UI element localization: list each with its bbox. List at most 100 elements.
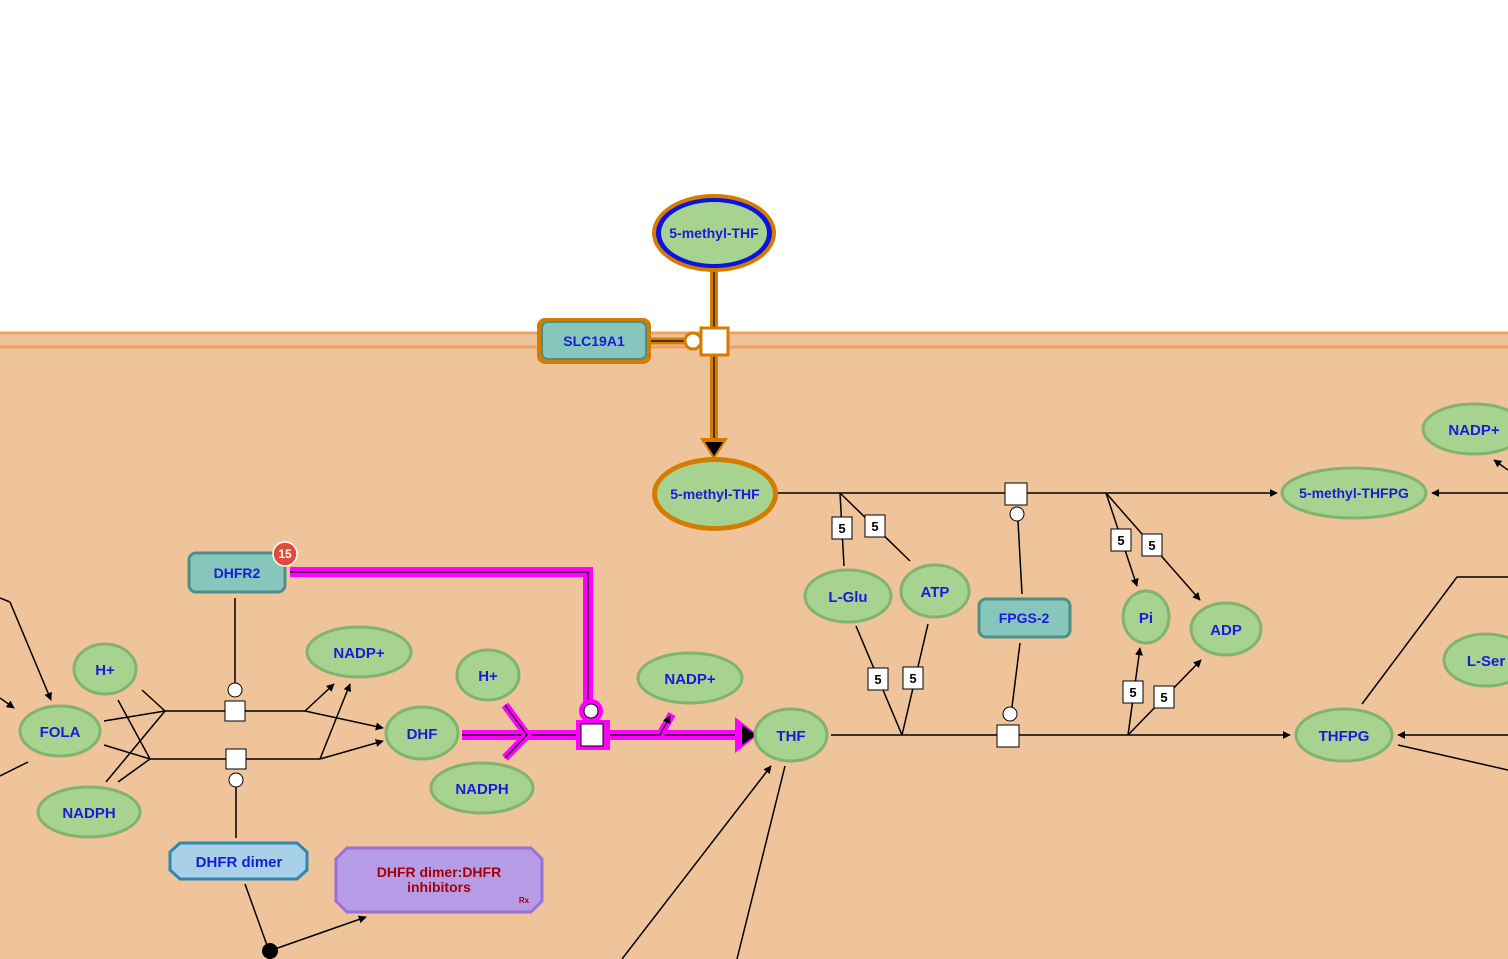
- transport-arrowhead: [705, 442, 723, 456]
- node-dhfr-dimer[interactable]: DHFR dimer: [168, 841, 309, 881]
- interactor-count-badge[interactable]: [272, 541, 298, 567]
- node-body: [1421, 402, 1508, 456]
- node-label: H+: [95, 662, 115, 679]
- stoich-atp-lower: 5: [909, 671, 916, 686]
- stoich-atp-in: 5: [871, 519, 878, 534]
- node-body: [384, 705, 460, 761]
- node-label: DHFR2: [214, 565, 261, 581]
- edge-nadph-r2: [117, 758, 151, 783]
- node-body: [36, 785, 142, 839]
- stoich-box-adp-lower: [1153, 685, 1175, 709]
- node-label: H+: [478, 668, 498, 685]
- node-body: [1294, 707, 1394, 763]
- node-body: [72, 642, 138, 696]
- reaction-node-r2[interactable]: [225, 748, 247, 770]
- edge-r1-nadp: [304, 683, 335, 712]
- node-nadp-left[interactable]: NADP+: [305, 625, 413, 679]
- edge-h-r1: [141, 689, 166, 712]
- node-thf[interactable]: THF: [753, 707, 829, 763]
- nadph-join: [504, 704, 528, 759]
- node-nadp-top-right[interactable]: NADP+: [1421, 402, 1508, 456]
- edge-binding-to-complex: [271, 915, 367, 951]
- node-5-methyl-thf-extracellular[interactable]: 5-methyl-THF: [652, 194, 776, 272]
- interactor-count: 15: [278, 547, 292, 561]
- node-nadph-left[interactable]: NADPH: [36, 785, 142, 839]
- dhfr2-catalyst-mark-left: [227, 682, 243, 698]
- nadp-out-edge: [659, 715, 671, 736]
- node-body: [1121, 589, 1171, 645]
- edge-fola-r2: [103, 744, 151, 760]
- node-pi[interactable]: Pi: [1121, 589, 1171, 645]
- node-body: [657, 462, 773, 526]
- node-label: 5-methyl-THFPG: [1299, 485, 1409, 501]
- node-label: 5-methyl-THF: [670, 486, 760, 502]
- node-5-methyl-thfpg[interactable]: 5-methyl-THFPG: [1280, 466, 1428, 520]
- node-label-line1: DHFR dimer:DHFR: [377, 864, 501, 880]
- node-body: [168, 841, 309, 881]
- edge-below-to-thf: [621, 765, 772, 959]
- node-nadph-mid[interactable]: NADPH: [429, 761, 535, 815]
- node-label: DHF: [407, 726, 438, 743]
- node-nadp-mid[interactable]: NADP+: [636, 651, 744, 705]
- edge-r2-dhf: [319, 739, 384, 760]
- node-body: [334, 846, 544, 914]
- stoich-box-glu-lower: [867, 667, 889, 691]
- edge-thf-below: [736, 765, 786, 959]
- node-l-glu[interactable]: L-Glu: [803, 568, 893, 624]
- edge-offscreen-c: [0, 761, 29, 777]
- node-label: NADP+: [1448, 422, 1500, 439]
- node-dhfr2[interactable]: DHFR2 15: [187, 541, 298, 594]
- transport-reaction-node[interactable]: [699, 326, 730, 357]
- node-body: [661, 202, 767, 264]
- node-thfpg[interactable]: THFPG: [1294, 707, 1394, 763]
- node-h-plus-mid[interactable]: H+: [455, 648, 521, 702]
- stoich-box-pi-out: [1110, 528, 1132, 552]
- node-atp[interactable]: ATP: [899, 563, 971, 619]
- node-l-ser[interactable]: L-Ser: [1442, 632, 1508, 688]
- node-h-plus-left[interactable]: H+: [72, 642, 138, 696]
- highlighted-reaction-dhf-to-thf[interactable]: [290, 567, 758, 761]
- complex-nodes: DHFR dimer DHFR dimer:DHFR inhibitors Rx: [168, 841, 544, 914]
- dhfr2-catalysis-edge: [290, 571, 589, 735]
- thf-arrowhead: [742, 725, 756, 745]
- node-label: FOLA: [40, 724, 81, 741]
- node-label: SLC19A1: [563, 333, 625, 349]
- node-body: [977, 597, 1072, 639]
- stoich-adp-lower: 5: [1160, 690, 1167, 705]
- node-dhfr-dimer-inhibitors[interactable]: DHFR dimer:DHFR inhibitors Rx: [334, 846, 544, 914]
- node-5-methyl-thf-cytosol[interactable]: 5-methyl-THF: [652, 457, 778, 531]
- node-label: L-Glu: [828, 589, 867, 606]
- node-body: [803, 568, 893, 624]
- transport-reaction[interactable]: [650, 270, 730, 460]
- stoich-box-adp-out: [1141, 533, 1163, 557]
- fpgs2-catalyst-mark-top: [1009, 506, 1025, 522]
- node-dhf[interactable]: DHF: [384, 705, 460, 761]
- reaction-node-thf-pg[interactable]: [996, 724, 1020, 748]
- node-body: [753, 707, 829, 763]
- node-label: ATP: [921, 584, 950, 601]
- edge-offscreen-b: [0, 697, 15, 709]
- node-body: [1280, 466, 1428, 520]
- stoich-glu-lower: 5: [874, 672, 881, 687]
- edge-dimer-to-binding: [244, 883, 269, 949]
- node-adp[interactable]: ADP: [1189, 601, 1263, 657]
- node-label: THF: [776, 728, 805, 745]
- node-body: [636, 651, 744, 705]
- node-label: NADPH: [455, 781, 508, 798]
- node-slc19a1[interactable]: SLC19A1: [537, 318, 651, 364]
- slc19a1-catalyst-mark: [683, 331, 703, 351]
- node-label: 5-methyl-THF: [669, 225, 759, 241]
- reaction-node-methylthf-pg[interactable]: [1004, 482, 1028, 506]
- edge-r2-nadp: [319, 683, 352, 760]
- dhfr2-reaction-node[interactable]: [580, 723, 604, 747]
- fpgs2-catalyst-mark-lower: [1002, 706, 1018, 722]
- node-body: [305, 625, 413, 679]
- reaction-node-r1[interactable]: [224, 700, 246, 722]
- node-fpgs2[interactable]: FPGS-2: [977, 597, 1072, 639]
- stoich-box-pi-lower: [1122, 680, 1144, 704]
- dhfr-dimer-catalyst-mark: [228, 772, 244, 788]
- node-fola[interactable]: FOLA: [18, 704, 102, 758]
- binding-node[interactable]: [262, 943, 278, 959]
